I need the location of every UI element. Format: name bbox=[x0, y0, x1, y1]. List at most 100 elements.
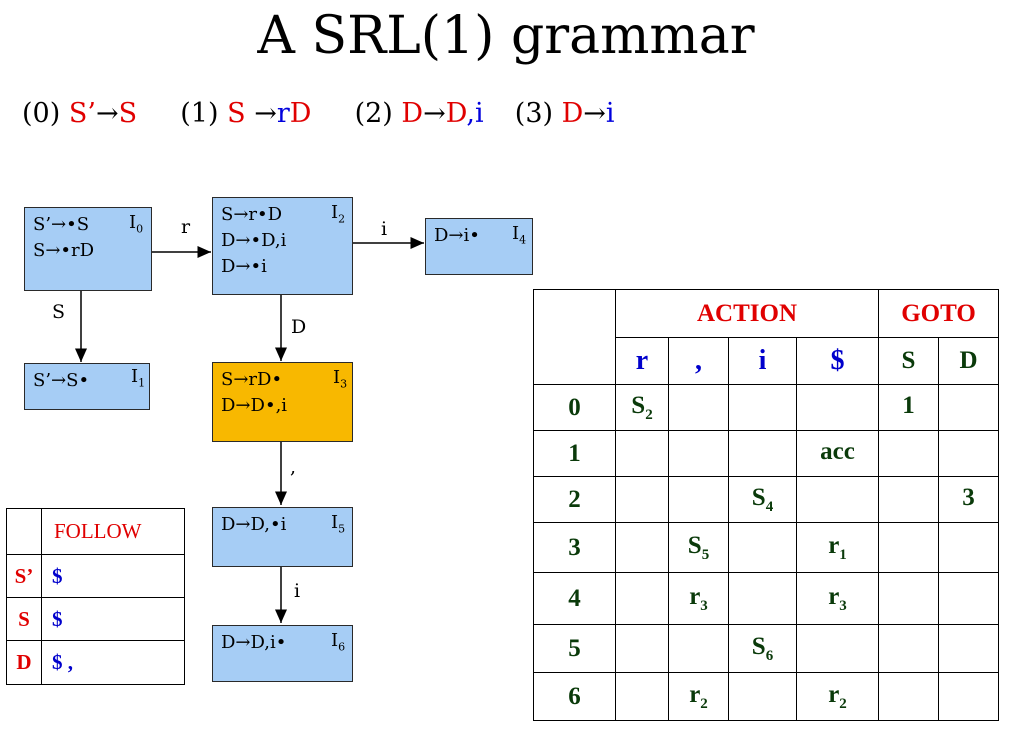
table-row: 3 S5 r1 bbox=[533, 522, 999, 573]
state-I4: D→i• I4 bbox=[425, 218, 533, 275]
terminal-header: r bbox=[615, 337, 669, 385]
action-header: ACTION bbox=[615, 289, 879, 338]
state-number: 6 bbox=[533, 672, 616, 721]
edge-label-S: S bbox=[52, 301, 66, 323]
table-cell bbox=[668, 430, 729, 477]
edge-label-D: D bbox=[291, 316, 307, 338]
grammar-productions: (0) S’→S (1) S →rD (2) D→D,i (3) D→i bbox=[22, 98, 615, 129]
state-number: 3 bbox=[533, 522, 616, 573]
table-cell bbox=[938, 624, 999, 673]
state-label: I6 bbox=[331, 630, 346, 654]
production-3: (3) D→i bbox=[514, 98, 615, 129]
table-cell bbox=[615, 430, 669, 477]
state-I5: D→D,•i I5 bbox=[212, 507, 353, 567]
table-cell: S5 bbox=[668, 522, 729, 573]
table-cell: S4 bbox=[728, 476, 797, 523]
table-cell bbox=[878, 672, 939, 721]
table-cell bbox=[878, 572, 939, 625]
table-cell bbox=[878, 624, 939, 673]
edge-label-i2: i bbox=[294, 580, 301, 602]
arrow-icon: → bbox=[254, 98, 277, 129]
table-cell bbox=[938, 522, 999, 573]
table-cell: r1 bbox=[796, 522, 879, 573]
follow-value: $ , bbox=[41, 640, 185, 685]
nonterminal-header: S bbox=[878, 337, 939, 385]
state-I2: S→r•D D→•D,i D→•i I2 bbox=[212, 197, 353, 295]
state-label: I5 bbox=[331, 512, 346, 536]
table-cell bbox=[728, 522, 797, 573]
table-row: 1 acc bbox=[533, 430, 999, 477]
table-cell bbox=[728, 572, 797, 625]
state-number: 5 bbox=[533, 624, 616, 673]
table-cell bbox=[668, 476, 729, 523]
nonterminal-header: D bbox=[938, 337, 999, 385]
arrow-icon: → bbox=[583, 98, 606, 129]
table-cell bbox=[728, 430, 797, 477]
terminal-header: $ bbox=[796, 337, 879, 385]
table-cell bbox=[615, 672, 669, 721]
table-row: 5 S6 bbox=[533, 624, 999, 673]
table-cell bbox=[878, 476, 939, 523]
state-number: 2 bbox=[533, 476, 616, 523]
page-title: A SRL(1) grammar bbox=[257, 6, 755, 66]
table-cell: r3 bbox=[668, 572, 729, 625]
table-row: 2 S4 3 bbox=[533, 476, 999, 523]
table-cell: acc bbox=[796, 430, 879, 477]
table-cell: S6 bbox=[728, 624, 797, 673]
table-cell: S2 bbox=[615, 384, 669, 431]
terminal-header: , bbox=[668, 337, 729, 385]
table-cell bbox=[938, 572, 999, 625]
follow-symbol: S’ bbox=[6, 554, 42, 598]
state-number: 1 bbox=[533, 430, 616, 477]
edge-label-comma: , bbox=[290, 456, 297, 478]
arrow-icon: → bbox=[423, 98, 446, 129]
table-cell bbox=[878, 430, 939, 477]
table-cell: 1 bbox=[878, 384, 939, 431]
table-cell bbox=[938, 430, 999, 477]
state-number: 0 bbox=[533, 384, 616, 431]
edge-label-i: i bbox=[381, 218, 388, 240]
table-cell bbox=[615, 572, 669, 625]
table-cell bbox=[878, 522, 939, 573]
table-cell: r3 bbox=[796, 572, 879, 625]
table-cell bbox=[668, 384, 729, 431]
follow-symbol: S bbox=[6, 597, 42, 641]
table-cell bbox=[615, 476, 669, 523]
table-cell bbox=[728, 672, 797, 721]
follow-table: FOLLOW S’ $ S $ D $ , bbox=[6, 508, 185, 685]
production-0: (0) S’→S bbox=[22, 98, 138, 129]
state-I3: S→rD• D→D•,i I3 bbox=[212, 362, 353, 442]
edge-label-r: r bbox=[181, 216, 191, 238]
follow-header: FOLLOW bbox=[41, 508, 185, 555]
table-row: 4 r3 r3 bbox=[533, 572, 999, 625]
table-cell: r2 bbox=[668, 672, 729, 721]
state-label: I0 bbox=[129, 212, 144, 236]
table-cell: r2 bbox=[796, 672, 879, 721]
table-cell bbox=[615, 624, 669, 673]
state-I0: S’→•S S→•rD I0 bbox=[24, 207, 152, 291]
table-cell bbox=[796, 384, 879, 431]
state-I6: D→D,i• I6 bbox=[212, 625, 353, 682]
state-number: 4 bbox=[533, 572, 616, 625]
state-label: I2 bbox=[331, 202, 346, 226]
table-cell bbox=[938, 384, 999, 431]
follow-value: $ bbox=[41, 597, 185, 641]
table-row: 6 r2 r2 bbox=[533, 672, 999, 721]
table-cell bbox=[796, 476, 879, 523]
follow-value: $ bbox=[41, 554, 185, 598]
arrow-icon: → bbox=[95, 98, 119, 129]
state-label: I3 bbox=[333, 367, 348, 391]
state-label: I4 bbox=[512, 223, 527, 247]
table-cell bbox=[938, 672, 999, 721]
table-cell bbox=[728, 384, 797, 431]
production-1: (1) S →rD bbox=[180, 98, 312, 129]
table-cell bbox=[796, 624, 879, 673]
table-cell bbox=[615, 522, 669, 573]
goto-header: GOTO bbox=[878, 289, 999, 338]
table-cell: 3 bbox=[938, 476, 999, 523]
state-I1: S’→S• I1 bbox=[24, 363, 150, 410]
production-2: (2) D→D,i bbox=[354, 98, 484, 129]
